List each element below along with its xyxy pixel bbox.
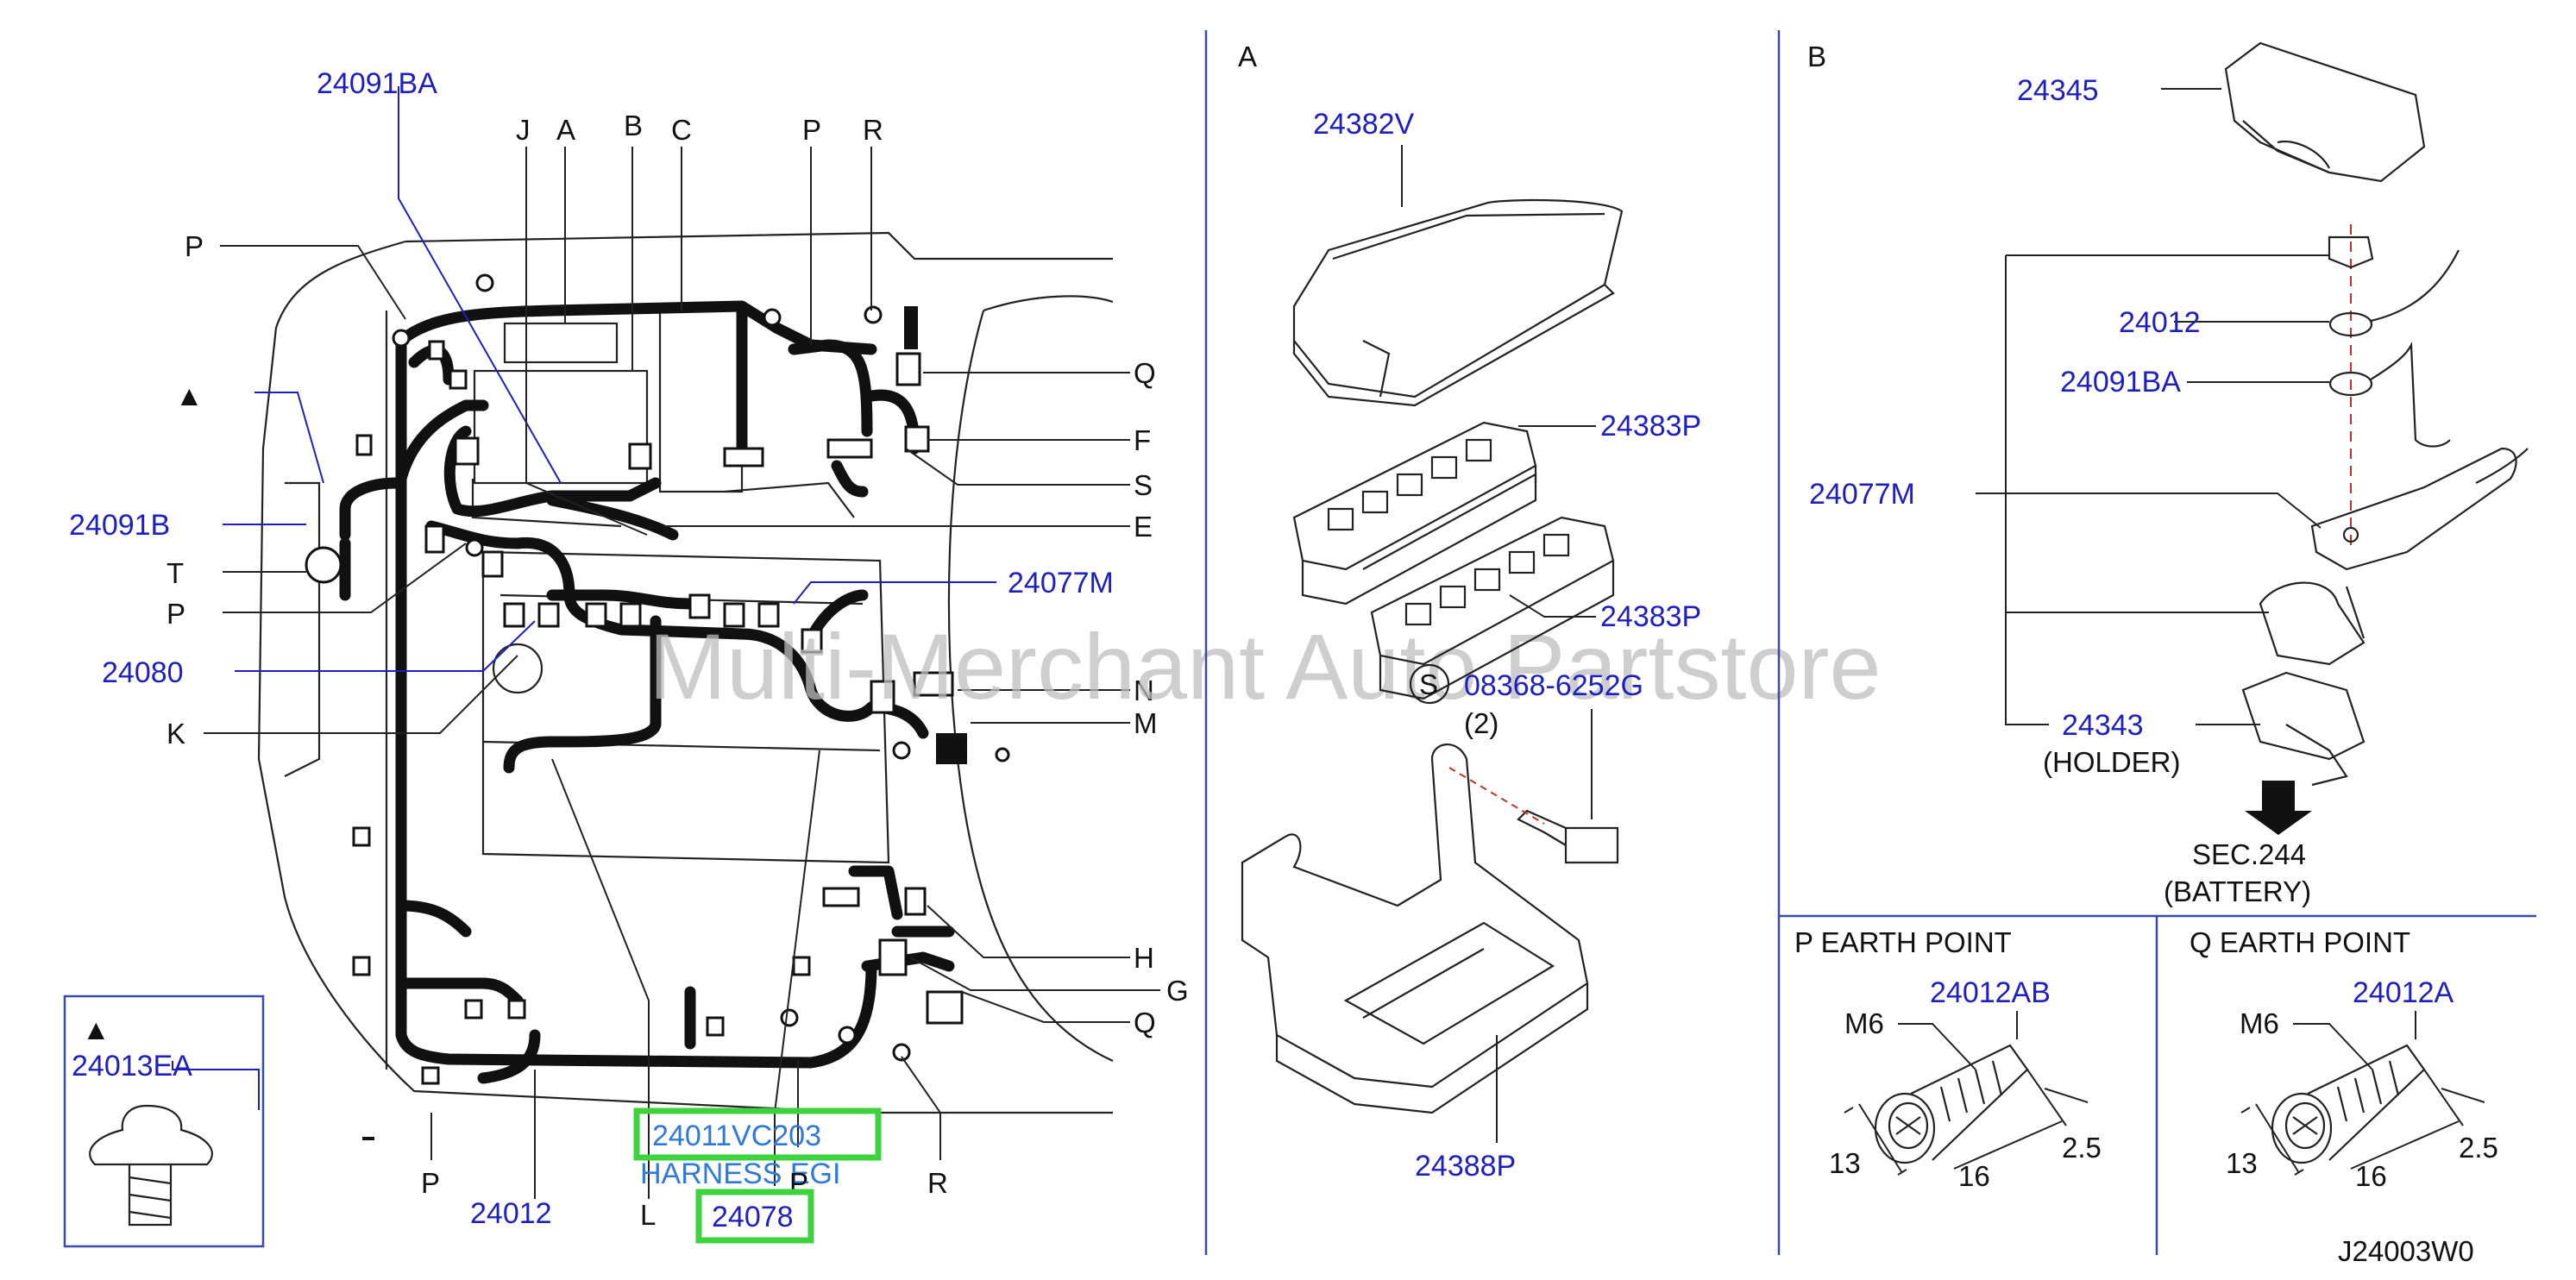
triangle-marker-left: ▲ (175, 380, 204, 411)
label-letter-f: F (1134, 424, 1151, 456)
label-letter-r-top: R (863, 114, 883, 146)
label-24012A: 24012A (2353, 976, 2454, 1009)
label-bolt-qty: (2) (1464, 707, 1498, 739)
label-24013EA: 24013EA (72, 1050, 192, 1082)
panel-a: A 24382V 24383P 24383P S 08368-6252G (2) (1238, 41, 1701, 1183)
panel-b-title: B (1807, 41, 1826, 72)
dim-13-p: 13 (1829, 1147, 1861, 1179)
dim-13-q: 13 (2226, 1147, 2258, 1179)
label-24382V: 24382V (1313, 108, 1415, 141)
label-letter-q-low: Q (1134, 1007, 1156, 1038)
label-24012-b: 24012 (2119, 306, 2201, 339)
clip-inset: ▲ 24013EA (63, 995, 265, 1248)
label-m6-p: M6 (1844, 1007, 1884, 1039)
panel-q-earth-point: Q EARTH POINT 24012A M6 13 16 2.5 (2190, 926, 2498, 1192)
label-letter-n: N (1134, 675, 1154, 706)
label-harness-egi: HARNESS EGI (640, 1158, 840, 1190)
label-letter-s: S (1134, 469, 1153, 501)
label-battery: (BATTERY) (2164, 875, 2311, 907)
label-24383P-bottom: 24383P (1600, 600, 1701, 633)
label-24091BA: 24091BA (317, 67, 437, 100)
harness-connectors (305, 273, 1010, 1140)
label-24080: 24080 (102, 656, 184, 689)
inset-triangle-marker: ▲ (82, 1013, 110, 1045)
label-holder: (HOLDER) (2043, 746, 2181, 778)
panel-a-title: A (1238, 41, 1257, 72)
s-symbol: S (1419, 668, 1438, 700)
label-letter-p-top: P (802, 114, 821, 146)
drawing-code: J24003W0 (2338, 1235, 2474, 1267)
panel-q-title: Q EARTH POINT (2190, 926, 2410, 958)
label-letter-j: J (516, 114, 531, 146)
label-letter-b: B (624, 110, 643, 141)
label-letter-t: T (166, 557, 184, 589)
dim-16-p: 16 (1958, 1160, 1990, 1192)
label-24078: 24078 (712, 1201, 794, 1233)
panel-p-earth-point: P EARTH POINT 24012AB M6 13 16 2.5 (1794, 926, 2102, 1192)
label-letter-p-bottom: P (421, 1167, 440, 1199)
dim-2-5-q: 2.5 (2459, 1132, 2498, 1164)
label-24012-main: 24012 (470, 1197, 552, 1230)
label-letter-g: G (1166, 975, 1189, 1007)
highlight-24011VC203 (633, 1107, 882, 1161)
label-24077M-b: 24077M (1809, 478, 1915, 511)
harness-callouts: 24011VC203 HARNESS EGI P 24078 (633, 1107, 882, 1244)
label-letter-m: M (1134, 707, 1158, 739)
main-leaders (172, 86, 1160, 1199)
label-24091BA-b: 24091BA (2060, 366, 2181, 398)
label-letter-l: L (640, 1199, 656, 1231)
label-m6-q: M6 (2240, 1007, 2279, 1039)
label-letter-k: K (166, 718, 185, 750)
main-view-labels: 24091BA J A B C P R P ▲ 24091B T P 24080… (69, 67, 1189, 1231)
label-24388P: 24388P (1415, 1150, 1516, 1183)
label-bolt-08368-6252G: 08368-6252G (1464, 669, 1643, 702)
wiring-harness (339, 300, 955, 1084)
label-letter-a: A (556, 114, 575, 146)
label-letter-p-mid: P (166, 598, 185, 630)
label-24091B: 24091B (69, 509, 170, 542)
dim-2-5-p: 2.5 (2062, 1132, 2102, 1164)
label-24383P-top: 24383P (1600, 410, 1701, 442)
label-letter-c: C (671, 114, 692, 146)
panel-dividers (1204, 30, 2536, 1255)
label-24012AB: 24012AB (1930, 976, 2051, 1009)
watermark: Multi-Merchant Auto Partstore (649, 614, 1882, 718)
highlight-24078 (695, 1189, 814, 1244)
label-24077M-main: 24077M (1008, 567, 1114, 599)
label-24345: 24345 (2017, 74, 2099, 107)
label-letter-p-left: P (185, 230, 204, 262)
panel-b: B 24345 24012 24091BA 24077M (1807, 41, 2529, 907)
label-24343: 24343 (2062, 709, 2144, 742)
label-letter-e: E (1134, 511, 1153, 543)
label-letter-q-right: Q (1134, 357, 1156, 389)
label-sec-244: SEC.244 (2192, 838, 2306, 870)
label-letter-r-bottom: R (927, 1167, 948, 1199)
panel-p-title: P EARTH POINT (1794, 926, 2012, 958)
label-24011VC203: 24011VC203 (652, 1120, 821, 1152)
label-letter-h: H (1134, 942, 1154, 974)
dim-16-q: 16 (2355, 1160, 2387, 1192)
